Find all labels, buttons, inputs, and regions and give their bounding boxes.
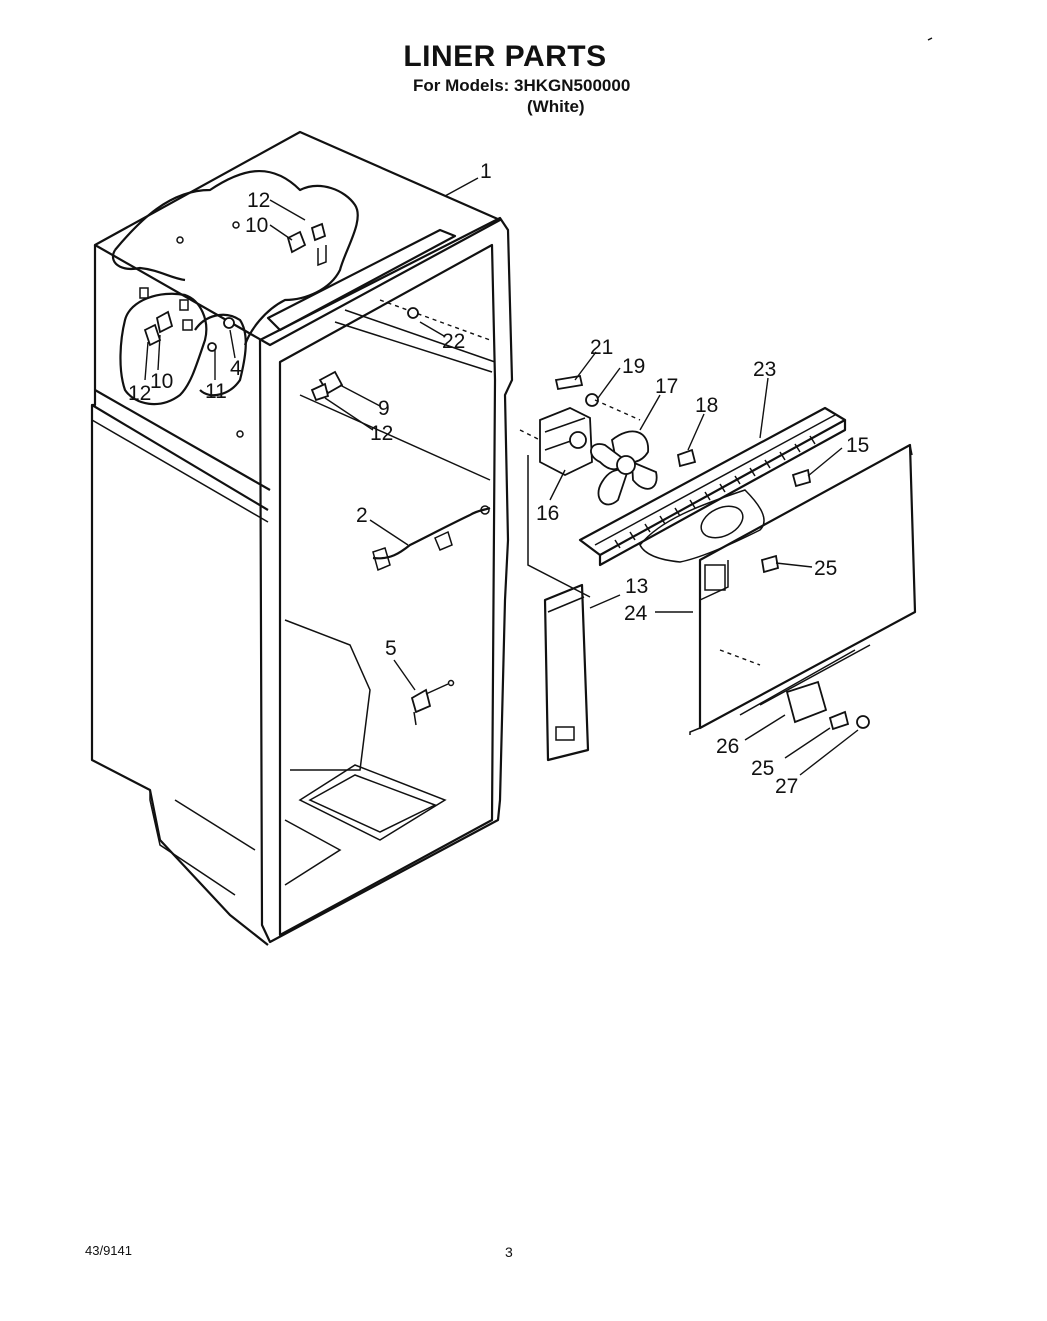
callout-12-top: 12	[247, 189, 270, 212]
air-diffuser-grille	[578, 406, 847, 567]
callout-12-center: 12	[370, 422, 393, 445]
callout-18: 18	[695, 394, 718, 417]
callout-4: 4	[230, 357, 242, 380]
callout-10-top: 10	[245, 214, 268, 237]
document-number: 43/9141	[85, 1243, 132, 1258]
callout-2: 2	[356, 504, 368, 527]
liner-cabinet	[90, 130, 514, 946]
callout-leaders	[144, 177, 859, 776]
wire-harness	[372, 505, 491, 572]
page-number: 3	[505, 1244, 513, 1260]
callout-13: 13	[625, 575, 648, 598]
callout-10-left: 10	[150, 370, 173, 393]
callout-21: 21	[590, 336, 613, 359]
callout-11: 11	[205, 380, 227, 403]
callout-16: 16	[536, 502, 559, 525]
callout-22: 22	[442, 330, 465, 353]
callout-19: 19	[622, 355, 645, 378]
color-variant: (White)	[527, 97, 585, 116]
callout-17: 17	[655, 375, 678, 398]
thermistor-part	[410, 679, 455, 726]
callout-numbers: 1 12 10 22 12 10 4 11 9 12 2 5 21 19 17 …	[128, 160, 869, 798]
callout-24: 24	[624, 602, 648, 625]
evaporator-cover-panel	[689, 443, 917, 735]
callout-15: 15	[846, 434, 869, 457]
callout-25-lower: 25	[751, 757, 774, 780]
callout-1: 1	[480, 160, 492, 183]
callout-5: 5	[385, 637, 397, 660]
callout-26: 26	[716, 735, 739, 758]
small-screws-and-plugs	[676, 448, 870, 731]
fan-motor-assembly	[519, 374, 641, 598]
callout-23: 23	[753, 358, 776, 381]
callout-9: 9	[378, 397, 390, 420]
callout-27: 27	[775, 775, 798, 798]
scan-mark	[927, 37, 933, 41]
bracket-hinge-parts	[143, 222, 419, 402]
models-line: For Models: 3HKGN500000	[413, 76, 631, 95]
callout-12-left: 12	[128, 382, 151, 405]
page-title: LINER PARTS	[403, 40, 607, 73]
callout-25-upper: 25	[814, 557, 837, 580]
fan-blade	[590, 430, 658, 506]
air-duct-part	[543, 583, 590, 762]
